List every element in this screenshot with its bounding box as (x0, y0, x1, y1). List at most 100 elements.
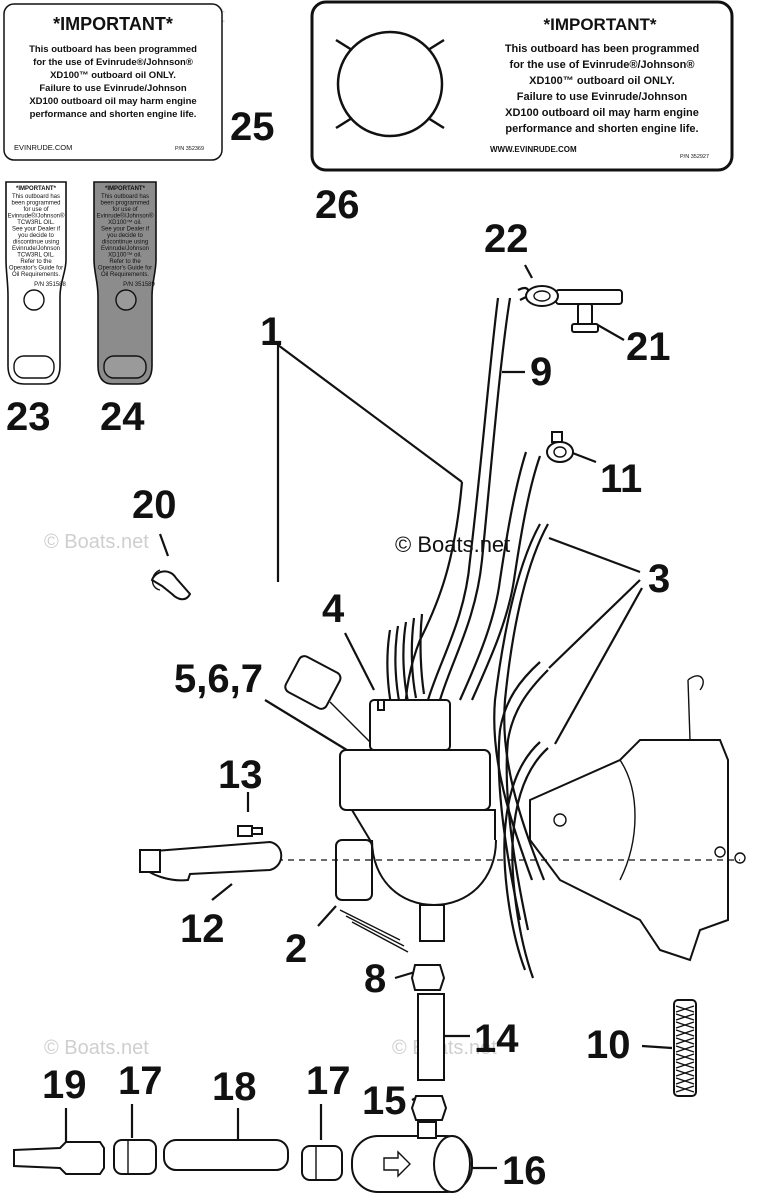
clamp-11 (546, 431, 574, 463)
callout-24: 24 (100, 395, 145, 439)
tag-line: See your Dealer if (12, 227, 60, 233)
callout-11: 11 (600, 457, 642, 501)
callout-10: 10 (586, 1023, 631, 1067)
tag-line: This outboard has (101, 194, 149, 200)
clip-20 (150, 569, 192, 601)
callout-5-6-7: 5,6,7 (174, 657, 263, 701)
tag-line: XD100™ oil. (108, 252, 142, 259)
callout-12: 12 (180, 907, 225, 951)
callout-16: 16 (502, 1149, 547, 1193)
callout-23: 23 (6, 395, 51, 439)
fitting-15 (410, 1095, 448, 1121)
tag-line: Evinrude/Johnson (12, 246, 60, 252)
oil-pump-assembly (284, 655, 497, 953)
tag-line: you decide to (18, 233, 54, 239)
fitting-19 (13, 1141, 105, 1175)
callout-22: 22 (484, 217, 529, 261)
tube-14 (417, 993, 445, 1081)
tag-part-number: P/N 351589 (123, 282, 155, 288)
svg-text:P/N 352927: P/N 352927 (680, 154, 709, 160)
watermark: © Boats.net (44, 1037, 149, 1059)
callout-14: 14 (474, 1017, 519, 1061)
callouts: 25 26 22 1 21 9 23 24 11 20 3 4 5,6,7 13… (6, 105, 671, 1193)
tag-line: been programmed (11, 201, 60, 207)
tag-line: been programmed (100, 201, 149, 207)
callout-18: 18 (212, 1065, 257, 1109)
callout-20: 20 (132, 483, 177, 527)
tag-line: Refer to the (109, 259, 141, 265)
svg-text:This outboard has been program: This outboard has been programmed (29, 44, 197, 55)
tag-line: XD100™ oil. (108, 219, 142, 226)
svg-text:XD100 outboard oil may harm en: XD100 outboard oil may harm engine (29, 96, 196, 107)
tag-line: This outboard has (12, 194, 60, 200)
tag-line: Evinrude/Johnson (101, 246, 149, 252)
svg-text:for the use of Evinrude®/Johns: for the use of Evinrude®/Johnson® (33, 57, 193, 68)
tag-line: Oil Requirements. (101, 272, 149, 278)
tag-line: See your Dealer if (101, 227, 149, 233)
callout-21: 21 (626, 325, 671, 369)
tag-line: TCW3RL OIL. (17, 253, 55, 259)
svg-text:EVINRUDE.COM: EVINRUDE.COM (14, 143, 72, 152)
tag-line: Operator's Guide for (98, 266, 152, 272)
decal-26: *IMPORTANT* This outboard has been progr… (310, 0, 734, 172)
callout-19: 19 (42, 1063, 87, 1107)
tag-line: Refer to the (20, 259, 52, 265)
callout-15: 15 (362, 1079, 407, 1123)
screen-10 (673, 999, 697, 1097)
mounting-bracket (529, 675, 746, 962)
callout-25: 25 (230, 105, 275, 149)
callout-9: 9 (530, 350, 552, 394)
tee-fitting-21 (555, 289, 623, 333)
tag-line: Oil Requirements. (12, 272, 60, 278)
filter-16 (351, 1121, 473, 1193)
callout-17: 17 (306, 1059, 351, 1103)
svg-text:P/N 352369: P/N 352369 (175, 146, 204, 152)
callout-4: 4 (322, 587, 345, 631)
tag-line: TCW3RL OIL. (17, 220, 55, 226)
tag-line: Evinrude®/Johnson® (97, 213, 154, 220)
svg-text:Failure to use Evinrude/Johnso: Failure to use Evinrude/Johnson (517, 91, 688, 103)
tag-line: discontinue using (102, 240, 148, 246)
svg-text:XD100 outboard oil may harm en: XD100 outboard oil may harm engine (505, 107, 699, 119)
tag-line: for use of (112, 207, 137, 213)
svg-text:performance and shorten engine: performance and shorten engine life. (30, 109, 197, 120)
callout-26: 26 (315, 183, 360, 227)
svg-text:XD100™ outboard oil ONLY.: XD100™ outboard oil ONLY. (529, 75, 675, 87)
decal-25: *IMPORTANT* This outboard has been progr… (3, 3, 223, 161)
svg-text:WWW.EVINRUDE.COM: WWW.EVINRUDE.COM (490, 145, 577, 154)
clamp-17-left (113, 1139, 157, 1175)
callout-17: 17 (118, 1059, 163, 1103)
watermark: © Boats.net (44, 531, 149, 553)
decal-title: *IMPORTANT* (53, 14, 173, 34)
callout-1: 1 (260, 310, 282, 354)
svg-text:performance and shorten engine: performance and shorten engine life. (505, 123, 698, 135)
tag-title: *IMPORTANT* (16, 186, 57, 192)
decal-title: *IMPORTANT* (543, 15, 656, 34)
clamp-17-right (301, 1145, 343, 1181)
callout-13: 13 (218, 753, 263, 797)
callout-2: 2 (285, 927, 307, 971)
hose-18 (163, 1139, 289, 1171)
fitting-8 (410, 964, 446, 991)
leader-lines (64, 264, 673, 1170)
strap-12 (139, 840, 283, 882)
tag-line: discontinue using (13, 240, 59, 246)
tag-title: *IMPORTANT* (105, 186, 146, 192)
screw-13 (237, 825, 263, 837)
tag-line: Operator's Guide for (9, 266, 63, 272)
callout-8: 8 (364, 957, 386, 1001)
tag-line: Evinrude®/Johnson® (8, 213, 65, 220)
svg-text:This outboard has been program: This outboard has been programmed (505, 43, 699, 55)
svg-text:Failure to use Evinrude/Johnso: Failure to use Evinrude/Johnson (39, 83, 186, 94)
svg-text:XD100™ outboard oil ONLY.: XD100™ outboard oil ONLY. (50, 70, 176, 81)
clamp-22 (525, 285, 559, 307)
hoses (386, 286, 549, 979)
svg-text:for the use of Evinrude®/Johns: for the use of Evinrude®/Johnson® (510, 59, 695, 71)
tag-part-number: P/N 351588 (34, 282, 66, 288)
callout-3: 3 (648, 557, 670, 601)
tag-line: you decide to (107, 233, 143, 239)
tag-line: for use of (23, 207, 48, 213)
